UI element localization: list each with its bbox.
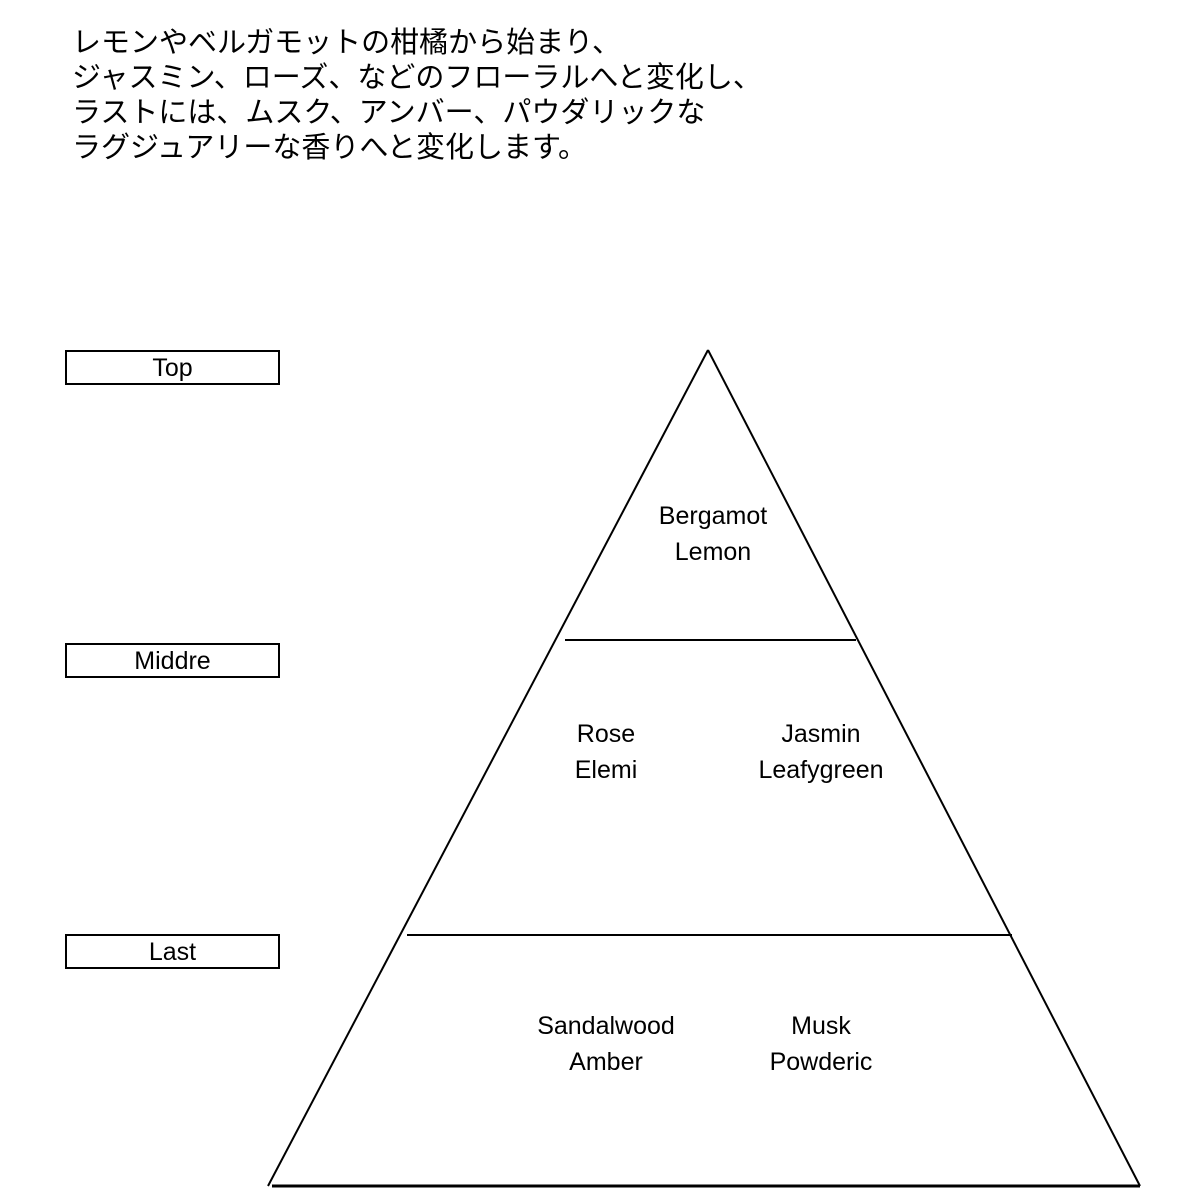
pyramid-left-edge — [267, 349, 709, 1187]
note-name: Lemon — [674, 538, 752, 566]
description-line: ラストには、ムスク、アンバー、パウダリックな — [72, 97, 706, 129]
tier-label-last: Last — [65, 934, 280, 969]
pyramid-right-edge — [707, 349, 1141, 1187]
last-note-group: Sandalwood Amber — [537, 1008, 675, 1080]
last-note-group: Musk Powderic — [770, 1008, 873, 1080]
middle-note-group: Jasmin Leafygreen — [758, 716, 883, 788]
description-line: ジャスミン、ローズ、などのフローラルへと変化し、 — [72, 62, 762, 94]
note-name: Musk — [791, 1012, 851, 1040]
top-note-group: Bergamot Lemon — [659, 498, 767, 570]
middle-note-group: Rose Elemi — [575, 716, 638, 788]
tier-label-top: Top — [65, 350, 280, 385]
note-name: Powderic — [769, 1048, 873, 1076]
note-name: Jasmin — [781, 720, 861, 748]
note-name: Sandalwood — [537, 1012, 675, 1040]
note-name: Elemi — [574, 756, 638, 784]
note-name: Leafygreen — [758, 756, 884, 784]
note-name: Amber — [569, 1048, 643, 1076]
description-line: ラグジュアリーな香りへと変化します。 — [72, 132, 588, 164]
description: レモンやベルガモットの柑橘から始まり、 ジャスミン、ローズ、などのフローラルへと… — [72, 26, 762, 166]
note-name: Bergamot — [658, 502, 768, 530]
tier-label-middle: Middre — [65, 643, 280, 678]
note-name: Rose — [576, 720, 636, 748]
description-line: レモンやベルガモットの柑橘から始まり、 — [72, 27, 621, 59]
